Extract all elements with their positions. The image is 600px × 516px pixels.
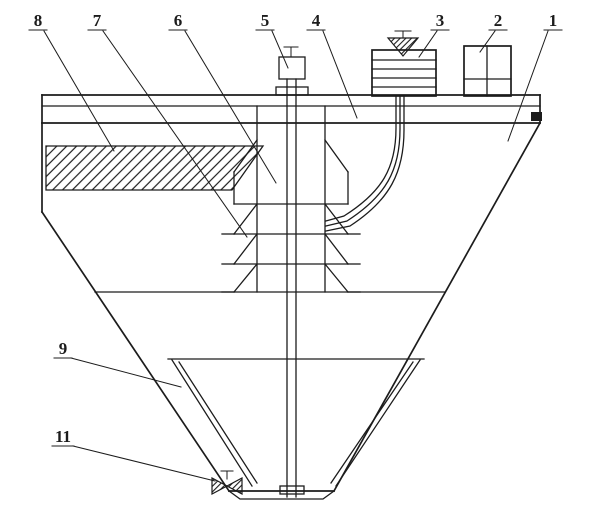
deck-fitting — [531, 112, 542, 121]
callout-5-label: 5 — [261, 11, 270, 30]
callout-8-label: 8 — [34, 11, 43, 30]
callout-4: 4 — [306, 11, 358, 119]
discharge-valve — [211, 470, 243, 495]
callout-8: 8 — [28, 11, 115, 152]
callout-1-label: 1 — [549, 11, 558, 30]
inner-cone — [167, 358, 425, 487]
callout-3-label: 3 — [436, 11, 445, 30]
feedwell-baffle-stack — [221, 105, 361, 293]
callout-7: 7 — [87, 11, 248, 238]
callout-1: 1 — [507, 11, 563, 142]
callout-3: 3 — [418, 11, 450, 58]
callout-11: 11 — [51, 427, 216, 482]
callout-2-label: 2 — [494, 11, 503, 30]
drive-unit — [371, 30, 437, 97]
feed-pipe — [325, 95, 405, 232]
central-shaft — [275, 46, 309, 498]
callout-4-label: 4 — [312, 11, 321, 30]
callout-9-label: 9 — [59, 339, 68, 358]
callout-5: 5 — [255, 11, 289, 69]
inclined-plate-pack — [45, 145, 265, 191]
tank-shell — [40, 121, 542, 500]
callout-7-label: 7 — [93, 11, 102, 30]
feed-box — [463, 45, 512, 97]
callout-11-label: 11 — [55, 427, 71, 446]
callouts: 8 7 6 5 4 3 2 — [28, 11, 563, 482]
callout-6: 6 — [168, 11, 277, 184]
callout-6-label: 6 — [174, 11, 183, 30]
callout-2: 2 — [479, 11, 508, 53]
drive-hopper — [386, 37, 420, 57]
top-deck — [41, 94, 542, 124]
callout-9: 9 — [53, 339, 182, 388]
